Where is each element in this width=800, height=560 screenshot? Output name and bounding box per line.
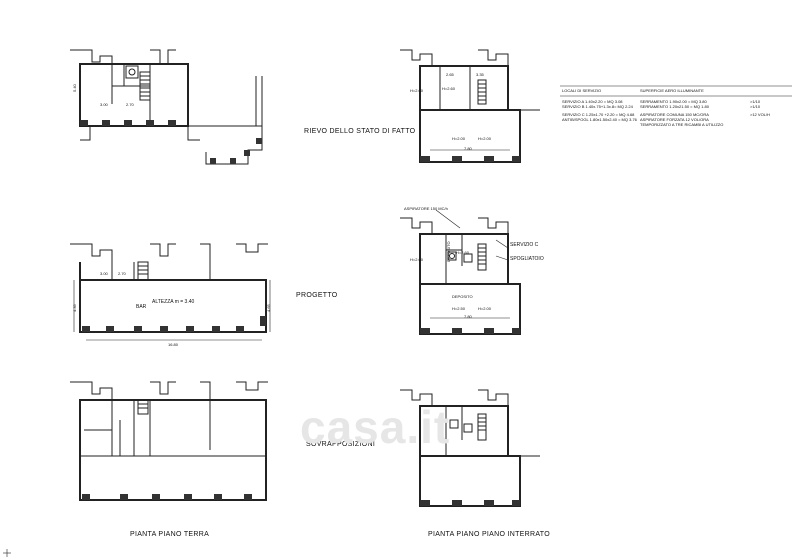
watermark-logo: casa.it <box>300 401 451 453</box>
table-cell: SERRAMENTO 1.20x21.50 = MQ 1.80 <box>640 104 709 109</box>
dim-335: 3.35 <box>476 72 484 77</box>
table-cell-empty <box>562 122 640 127</box>
table-row: SERVIZIO C 1.25x1.70 +2.20 = MQ 4.68 ASP… <box>562 112 792 117</box>
table-row: ANTIB/SPOGL 1.80x1.50x2.40 = MQ 3.76 ASP… <box>562 117 792 122</box>
plan-basement-existing <box>400 49 540 163</box>
plan-basement-project <box>400 209 521 335</box>
label-bar: BAR <box>136 304 147 310</box>
label-h200-e: H=2.00 <box>478 306 492 311</box>
table-header-row: LOCALI DI SERVIZIO SUPERFICIE AERO ILLUM… <box>562 88 792 93</box>
dim-300: 3.00 <box>100 102 108 107</box>
table-cell: >1/10 <box>750 104 761 109</box>
dim-435: 4.35 <box>72 304 77 312</box>
dim-540: 5.40 <box>72 84 77 92</box>
services-table-frame <box>560 85 792 97</box>
dim-300b: 3.00 <box>100 271 108 276</box>
table-cell: SERRAMENTO 1.90x2.00 = MQ 3.80 <box>640 99 707 104</box>
label-deposito: DEPOSITO <box>452 294 473 299</box>
table-cell: SERVIZIO B 1.40x.75+1.3x.8= MQ 2.24 <box>562 104 633 109</box>
dim-1680: 16.80 <box>168 342 179 347</box>
plan-ground-overlay <box>70 381 268 501</box>
dim-270b: 2.70 <box>118 271 126 276</box>
plan-ground-project <box>70 243 271 341</box>
corner-cross-mark <box>3 549 11 557</box>
label-pianta-interrato: PIANTA PIANO PIANO INTERRATO <box>428 531 550 538</box>
label-h200-d: H=2.00 <box>410 257 424 262</box>
dim-265: 2.65 <box>446 72 454 77</box>
table-header-locali: LOCALI DI SERVIZIO <box>562 88 602 93</box>
label-h200-b: H=2.00 <box>452 136 466 141</box>
label-aspiratore: ASPIRATORE 150 MC/h <box>404 206 448 211</box>
table-cell: ASPIRATORE FORZATA 12 VOL/ORA <box>640 117 709 122</box>
table-cell: ASPIRATORE COMUNA 150 MC/ORA <box>640 112 709 117</box>
plan-basement-overlay <box>400 389 540 507</box>
services-table: LOCALI DI SERVIZIO SUPERFICIE AERO ILLUM… <box>562 88 792 127</box>
label-altezza: ALTEZZA m = 3.40 <box>152 299 195 305</box>
label-rilievo: RIEVO DELLO STATO DI FATTO <box>304 128 416 135</box>
table-row: TEMPORIZZATO A TRE RICAMBI A UTILIZZO <box>562 122 792 127</box>
label-pianta-terra: PIANTA PIANO TERRA <box>130 531 210 538</box>
table-cell: TEMPORIZZATO A TRE RICAMBI A UTILIZZO <box>640 122 724 127</box>
plan-ground-existing <box>70 49 263 165</box>
walls-ground-existing <box>80 120 262 164</box>
label-progetto: PROGETTO <box>296 292 338 299</box>
dim-780b: 7.80 <box>464 314 472 319</box>
walls-basement-existing <box>420 156 520 162</box>
table-cell: SERVIZIO C 1.25x1.70 +2.20 = MQ 4.68 <box>562 112 635 117</box>
label-h260-b: H=2.60 <box>456 250 470 255</box>
walls-ground-project <box>82 316 266 332</box>
dim-465: 4.65 <box>266 304 271 312</box>
label-h260-a: H=2.60 <box>442 86 456 91</box>
label-spogliatoio: SPOGLIATOIO <box>510 256 544 262</box>
table-cell: ANTIB/SPOGL 1.80x1.50x2.40 = MQ 3.76 <box>562 117 637 122</box>
walls-basement-project <box>420 328 520 334</box>
table-header-superficie: SUPERFICIE AERO ILLUMINANTE <box>640 88 704 93</box>
table-row: SERVIZIO B 1.40x.75+1.3x.8= MQ 2.24 SERR… <box>562 104 792 109</box>
walls-ground-overlay <box>82 494 252 500</box>
label-sovrapposizioni: SOVRAPPOSIZIONI <box>306 441 376 448</box>
label-h200-c: H=2.00 <box>478 136 492 141</box>
table-row: SERVIZIO A 1.40x2.20 = MQ 3.08 SERRAMENT… <box>562 99 792 104</box>
label-servizio-c: SERVIZIO C <box>510 242 539 248</box>
dim-270: 2.70 <box>126 102 134 107</box>
table-cell: SERVIZIO A 1.40x2.20 = MQ 3.08 <box>562 99 623 104</box>
label-h200-a: H=2.00 <box>410 88 424 93</box>
table-cell: >1/10 <box>750 99 761 104</box>
dim-780: 7.80 <box>464 146 472 151</box>
table-cell: >12 VOL/H <box>750 112 770 117</box>
label-deposito-small: DEPOSITO <box>446 241 451 262</box>
label-h250: H=2.50 <box>452 306 466 311</box>
walls-basement-overlay <box>420 500 520 506</box>
